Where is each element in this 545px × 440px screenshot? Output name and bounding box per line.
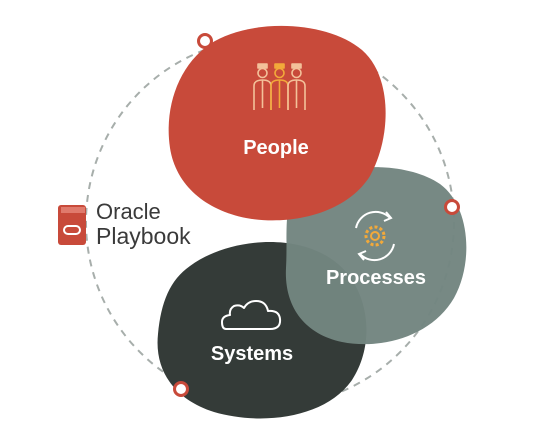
people-label: People — [243, 137, 309, 159]
orbit-node-right — [444, 199, 460, 215]
people-icon — [253, 63, 306, 110]
logo-text: Oracle Playbook — [96, 201, 191, 248]
orbit-node-top — [197, 33, 213, 49]
book-icon — [58, 204, 86, 245]
processes-label: Processes — [326, 267, 426, 289]
orbit-node-bottom — [173, 381, 189, 397]
cloud-icon — [221, 300, 282, 330]
oracle-playbook-logo: Oracle Playbook — [57, 201, 191, 248]
logo-line-oracle: Oracle — [96, 199, 161, 224]
logo-line-playbook: Playbook — [96, 223, 191, 249]
systems-label: Systems — [211, 343, 293, 365]
people-blob — [168, 25, 386, 221]
processes-blob — [285, 167, 467, 345]
gear-cycle-icon — [355, 210, 395, 262]
